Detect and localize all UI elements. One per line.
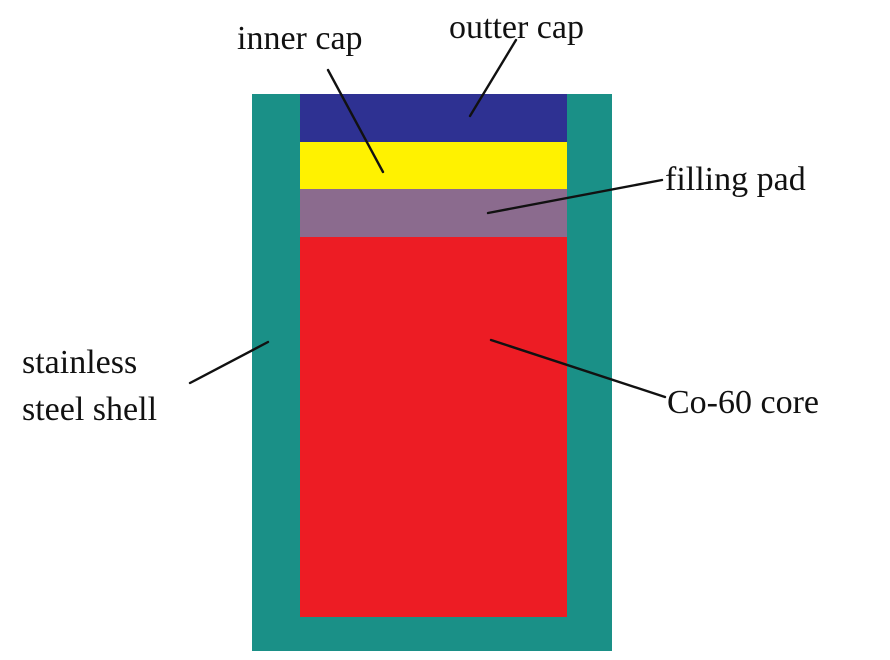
outer-cap-leader — [468, 38, 518, 118]
filling-pad — [300, 189, 567, 237]
core-label: Co-60 core — [667, 384, 819, 421]
outer-cap-label: outter cap — [449, 9, 584, 46]
outer-cap — [300, 94, 567, 142]
filling-pad-label: filling pad — [665, 161, 806, 198]
co60-core — [300, 237, 567, 617]
filling-pad-leader — [486, 178, 664, 215]
inner-cap — [300, 142, 567, 189]
shell-label-line2: steel shell — [22, 391, 157, 428]
inner-cap-label: inner cap — [237, 20, 363, 57]
inner-cap-leader — [326, 68, 385, 174]
core-leader — [489, 338, 667, 399]
shell-leader — [188, 340, 270, 385]
shell-label-line1: stainless — [22, 344, 137, 381]
